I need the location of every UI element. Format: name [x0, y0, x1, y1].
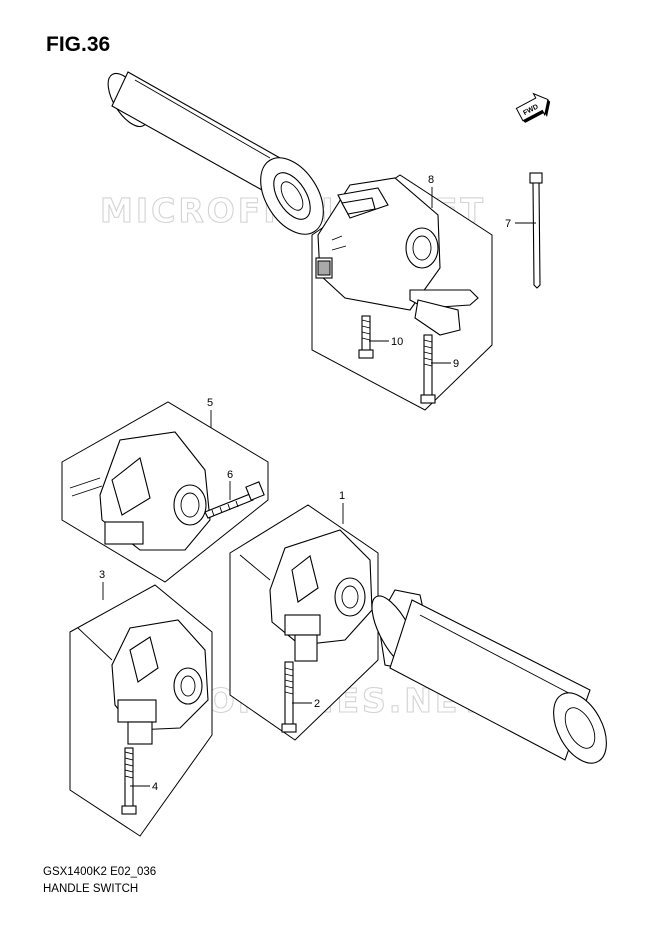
cable-tie	[529, 172, 543, 289]
box-switch-part-3	[69, 584, 213, 837]
callout-6: 6	[227, 469, 233, 481]
box-switch-part-5	[61, 401, 269, 583]
callout-2: 2	[314, 698, 320, 710]
callout-9: 9	[453, 358, 459, 370]
callout-5: 5	[207, 397, 213, 409]
callout-leaders	[102, 187, 536, 787]
box-left-switch-assembly	[311, 174, 493, 411]
right-switch-housing	[239, 529, 373, 662]
callout-3: 3	[99, 569, 105, 581]
callout-10: 10	[391, 336, 403, 348]
left-handlebar-grip	[107, 71, 324, 235]
callout-4: 4	[152, 781, 158, 793]
screw-6	[204, 481, 265, 519]
screw-2	[281, 661, 297, 733]
callout-1: 1	[339, 490, 345, 502]
left-switch-housing	[315, 177, 479, 336]
screw-9	[420, 334, 436, 404]
switch-housing-5	[69, 431, 211, 551]
model-code: GSX1400K2 E02_036	[43, 866, 157, 878]
box-right-switch-assembly	[229, 504, 379, 741]
figure-title: FIG.36	[46, 33, 111, 56]
switch-housing-3	[77, 619, 209, 745]
screw-4	[121, 747, 137, 815]
callout-8: 8	[428, 174, 434, 186]
fwd-arrow-icon: FWD	[515, 92, 551, 123]
callout-7: 7	[505, 218, 511, 230]
screw-10	[358, 315, 374, 359]
right-throttle-grip	[371, 589, 607, 764]
figure-caption: HANDLE SWITCH	[43, 883, 139, 895]
